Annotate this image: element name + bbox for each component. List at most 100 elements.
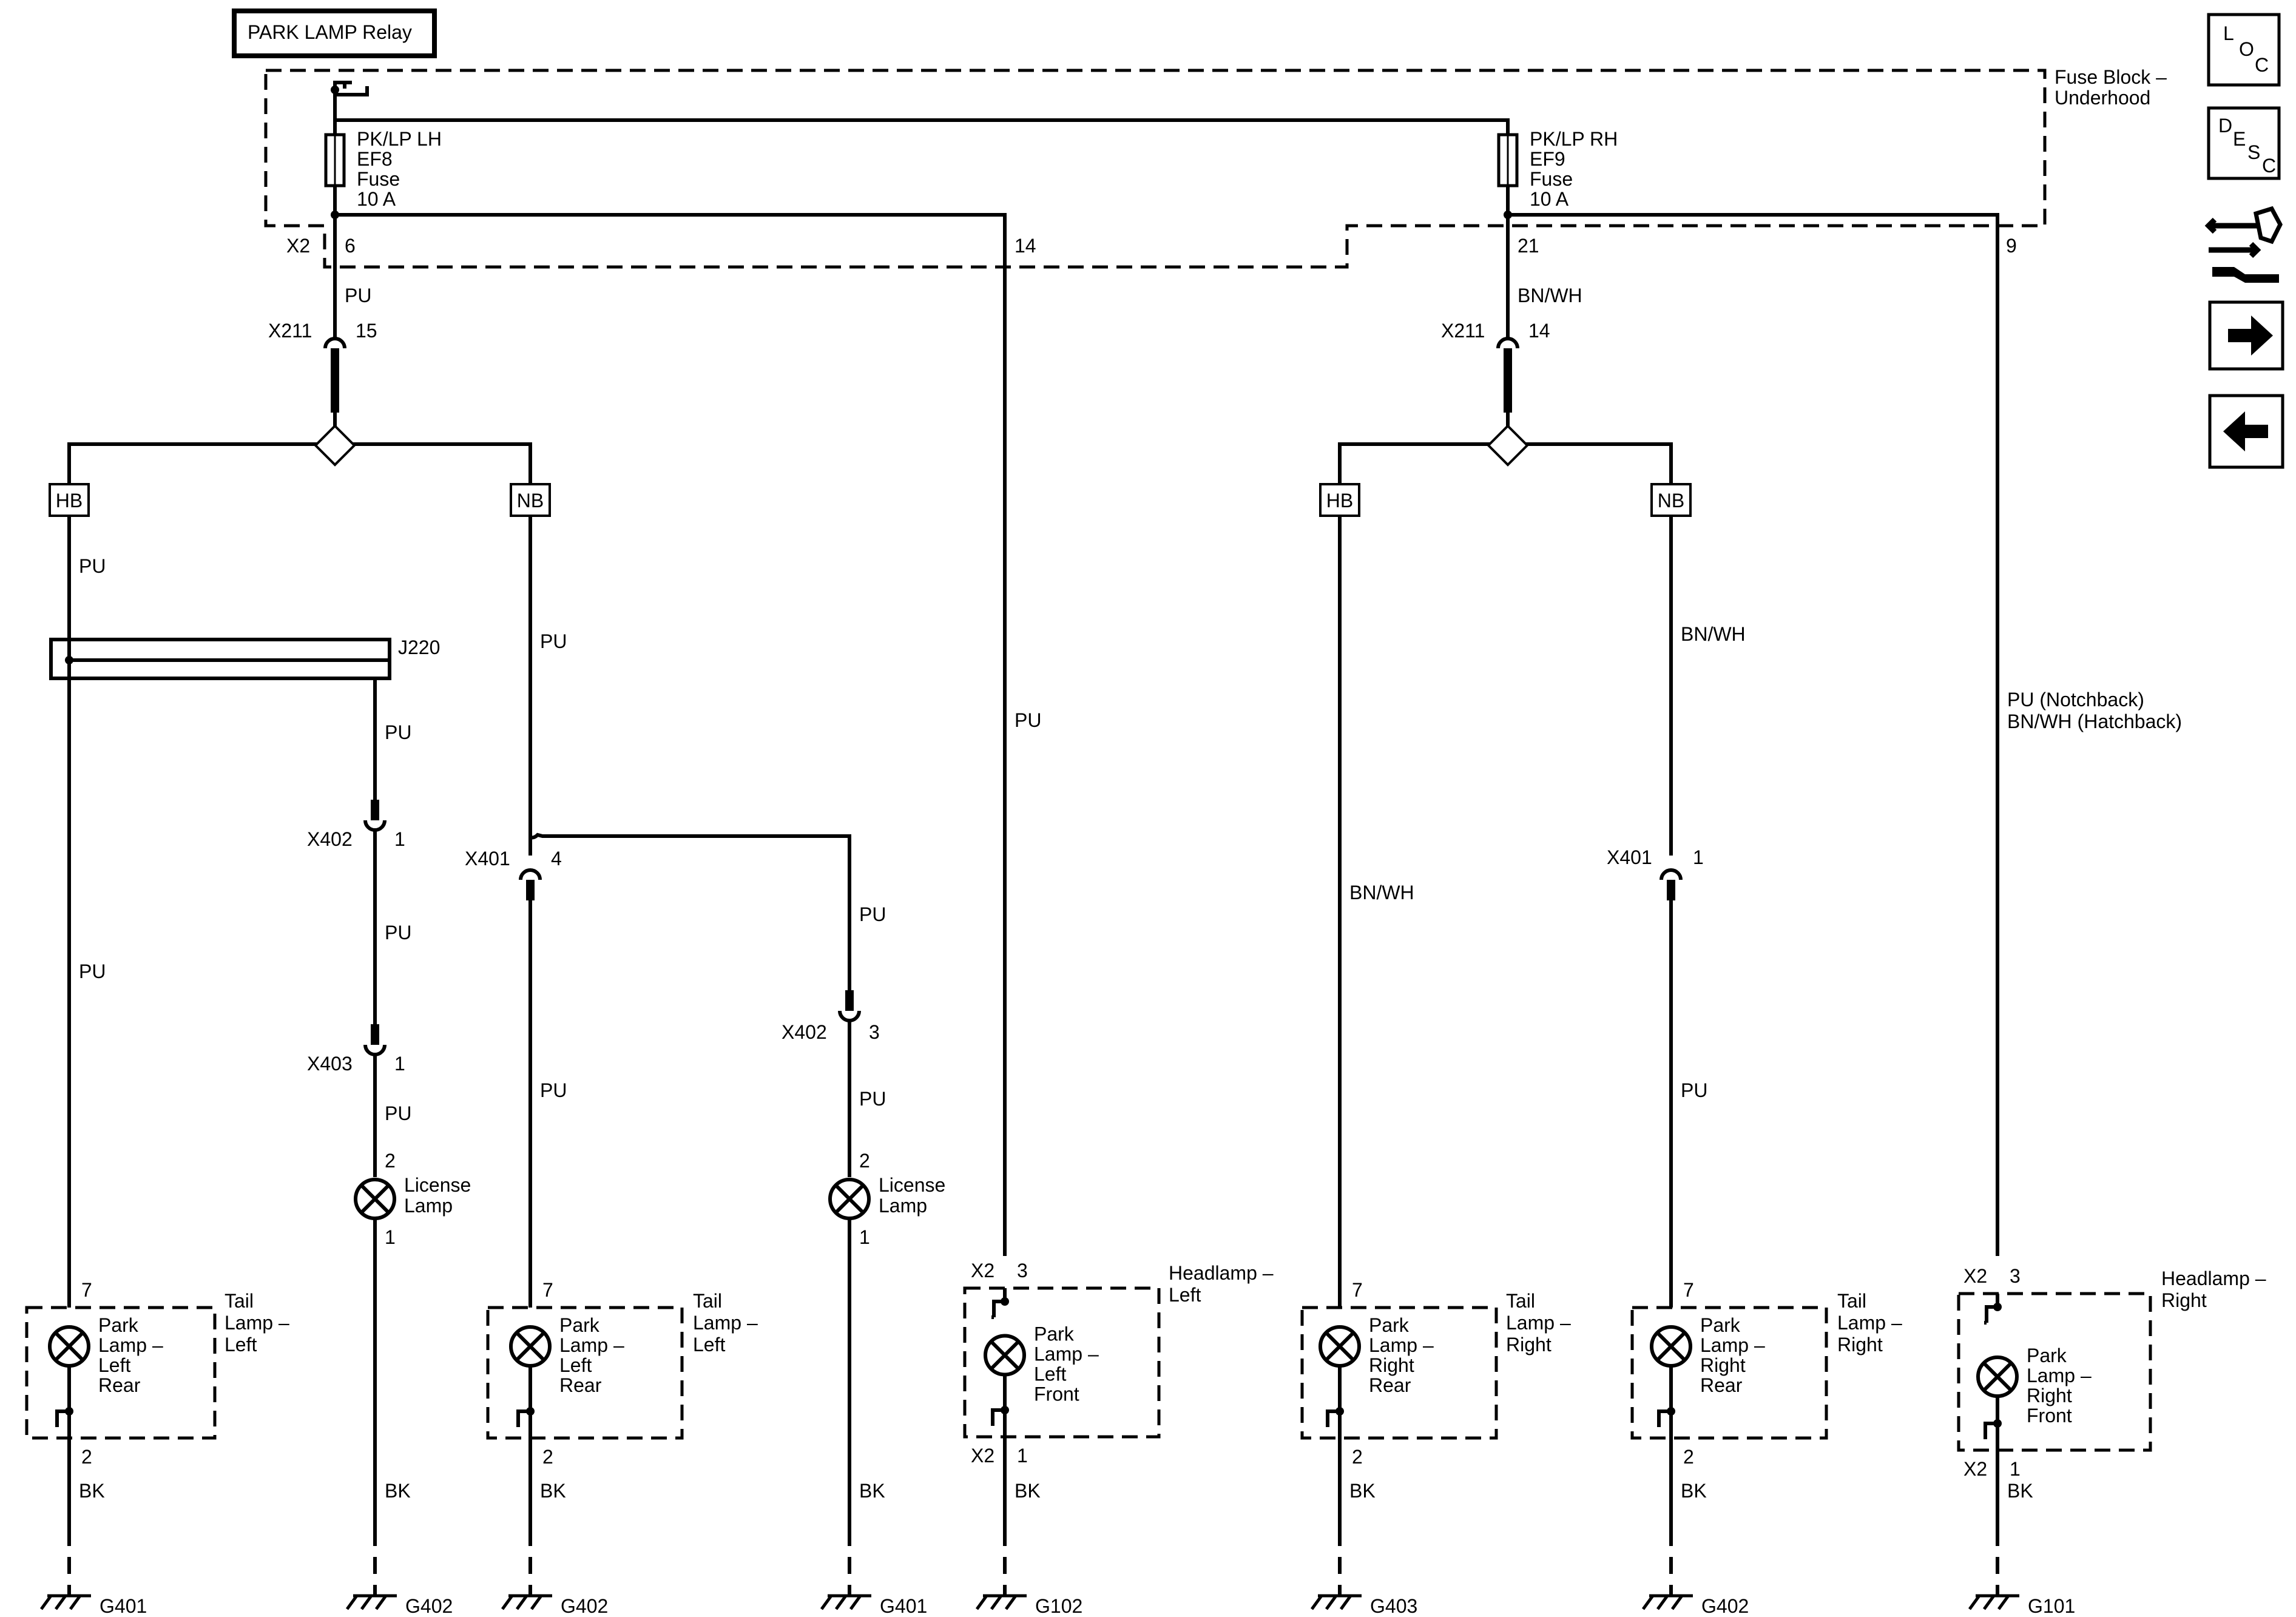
tag-hb-right: HB <box>1319 483 1360 517</box>
component-name-c3: Left <box>1169 1284 1201 1306</box>
license-lamp-left-pin-top: 2 <box>385 1150 396 1172</box>
contact-dot <box>1993 1303 2002 1311</box>
lamp-label-c3: Left <box>1034 1363 1066 1385</box>
component-name-c1: Left <box>225 1334 257 1355</box>
fuse-block-label-2: Underhood <box>2055 87 2150 109</box>
lamp-label-c3: Park <box>1034 1323 1075 1345</box>
svg-text:NB: NB <box>517 490 544 511</box>
wire-label-hatchback: BN/WH (Hatchback) <box>2007 711 2182 732</box>
ground-label: G402 <box>405 1595 453 1617</box>
relay-title-box: PARK LAMP Relay <box>232 8 437 58</box>
ground-label: G402 <box>561 1595 608 1617</box>
ground-label: G401 <box>100 1595 147 1617</box>
lamp-label-c3: Lamp – <box>1034 1343 1099 1365</box>
wire-label-pu: PU <box>540 630 567 652</box>
connector-x401-left <box>519 868 542 900</box>
wire-label-pu: PU <box>859 1088 886 1110</box>
lamp-label-c5: Park <box>1700 1314 1741 1336</box>
ground-icon <box>820 1594 871 1610</box>
connector-x402-b <box>838 990 861 1022</box>
pin-bottom-c4: 2 <box>1352 1446 1363 1468</box>
lamp-bulb-cross <box>1982 1362 2013 1392</box>
svg-text:L: L <box>2223 22 2234 44</box>
fuse-block-label-1: Fuse Block – <box>2055 66 2167 88</box>
wire-label-bk: BK <box>2007 1480 2033 1502</box>
fuse-block-conn-x2: X2 <box>286 235 310 257</box>
wire-label-pu: PU <box>1015 709 1041 731</box>
splice-pack-label: J220 <box>398 636 440 658</box>
fuse-left-id: EF8 <box>357 148 393 170</box>
lamp-label-c1: Left <box>98 1354 130 1376</box>
license-lamp-left-label-1: License <box>404 1174 471 1196</box>
arrow-left-icon[interactable] <box>2208 394 2284 469</box>
lamp-bulb-cross <box>990 1340 1020 1370</box>
lamp-label-c6: Right <box>2027 1385 2072 1406</box>
lamp-label-c2: Park <box>559 1314 600 1336</box>
component-name-c2: Lamp – <box>693 1312 758 1334</box>
ground-label: G402 <box>1701 1595 1749 1617</box>
component-name-c4: Lamp – <box>1506 1312 1571 1334</box>
lamp-label-c4: Park <box>1369 1314 1410 1336</box>
fuse-left-rating: 10 A <box>357 188 396 210</box>
svg-text:NB: NB <box>1658 490 1684 511</box>
wire-label-bk: BK <box>1015 1480 1041 1502</box>
component-name-c3: Headlamp – <box>1169 1262 1274 1284</box>
license-lamp-right-label-1: License <box>879 1174 945 1196</box>
connector-x211-left <box>323 337 346 413</box>
fuse-block-pin-21: 21 <box>1518 235 1539 257</box>
lamp-housing-c6 <box>1957 1292 2152 1452</box>
wire-label-bk: BK <box>385 1480 411 1502</box>
component-name-c5: Lamp – <box>1837 1312 1902 1334</box>
connector-x211-left-name: X211 <box>268 320 312 342</box>
wire-label-bnwh: BN/WH <box>1349 882 1414 903</box>
connector-x401-left-pin: 4 <box>551 848 562 869</box>
ground-label: G401 <box>880 1595 927 1617</box>
fuse-right-kind: Fuse <box>1530 168 1573 190</box>
connector-x402-b-pin: 3 <box>869 1021 880 1043</box>
fuse-right-rating: 10 A <box>1530 188 1569 210</box>
ground-icon <box>975 1594 1027 1610</box>
lamp-label-c6: Park <box>2027 1345 2067 1366</box>
ground-icon <box>39 1594 91 1610</box>
lamp-label-c1: Lamp – <box>98 1334 163 1356</box>
connector-x402-b-name: X402 <box>782 1021 827 1043</box>
wire-label-bnwh: BN/WH <box>1681 623 1746 645</box>
wire-label-bk: BK <box>1681 1480 1707 1502</box>
svg-text:S: S <box>2247 141 2260 163</box>
license-lamp-right-pin-bottom: 1 <box>859 1226 870 1248</box>
wire-label-pu: PU <box>540 1079 567 1101</box>
connector-x401-right <box>1660 868 1683 900</box>
ground-icon <box>501 1594 552 1610</box>
relay-bus <box>333 95 1510 135</box>
contact-dot <box>1001 1297 1009 1306</box>
splice-left-icon <box>314 424 356 467</box>
lamp-bulb-icon <box>828 1178 871 1220</box>
wire-label-pu: PU <box>385 922 411 944</box>
arrow-right-icon[interactable] <box>2208 300 2284 371</box>
lamp-bulb-icon <box>354 1178 396 1220</box>
connector-x403 <box>363 1024 387 1056</box>
nav-loc-button[interactable]: L O C <box>2207 13 2281 87</box>
wire-label-pu: PU <box>79 960 106 982</box>
lamp-bulb-cross <box>515 1331 545 1362</box>
fuse-block-pin-6: 6 <box>345 235 356 257</box>
lamp-housing-c2 <box>486 1306 684 1440</box>
relay-contact-symbol <box>331 81 369 96</box>
wire-label-bnwh: BN/WH <box>1518 285 1582 306</box>
ef8-output-wire <box>333 186 1007 1256</box>
tag-hb-left: HB <box>49 483 90 517</box>
ground-icon <box>1310 1594 1362 1610</box>
connector-tools-icon[interactable] <box>2204 206 2283 283</box>
connector-x401-right-pin: 1 <box>1693 846 1704 868</box>
nav-desc-button[interactable]: D E S C <box>2207 106 2281 180</box>
license-lamp-left-pin-bottom: 1 <box>385 1226 396 1248</box>
connector-x211-left-pin: 15 <box>356 320 377 342</box>
lamp-label-c5: Right <box>1700 1354 1746 1376</box>
lamp-label-c1: Rear <box>98 1374 141 1396</box>
license-lamp-left-label-2: Lamp <box>404 1195 453 1217</box>
component-name-c1: Tail <box>225 1290 254 1312</box>
lamp-housing-c1 <box>25 1306 217 1440</box>
fuse-left-kind: Fuse <box>357 168 400 190</box>
pin-bottom-c3: 1 <box>1017 1445 1028 1467</box>
